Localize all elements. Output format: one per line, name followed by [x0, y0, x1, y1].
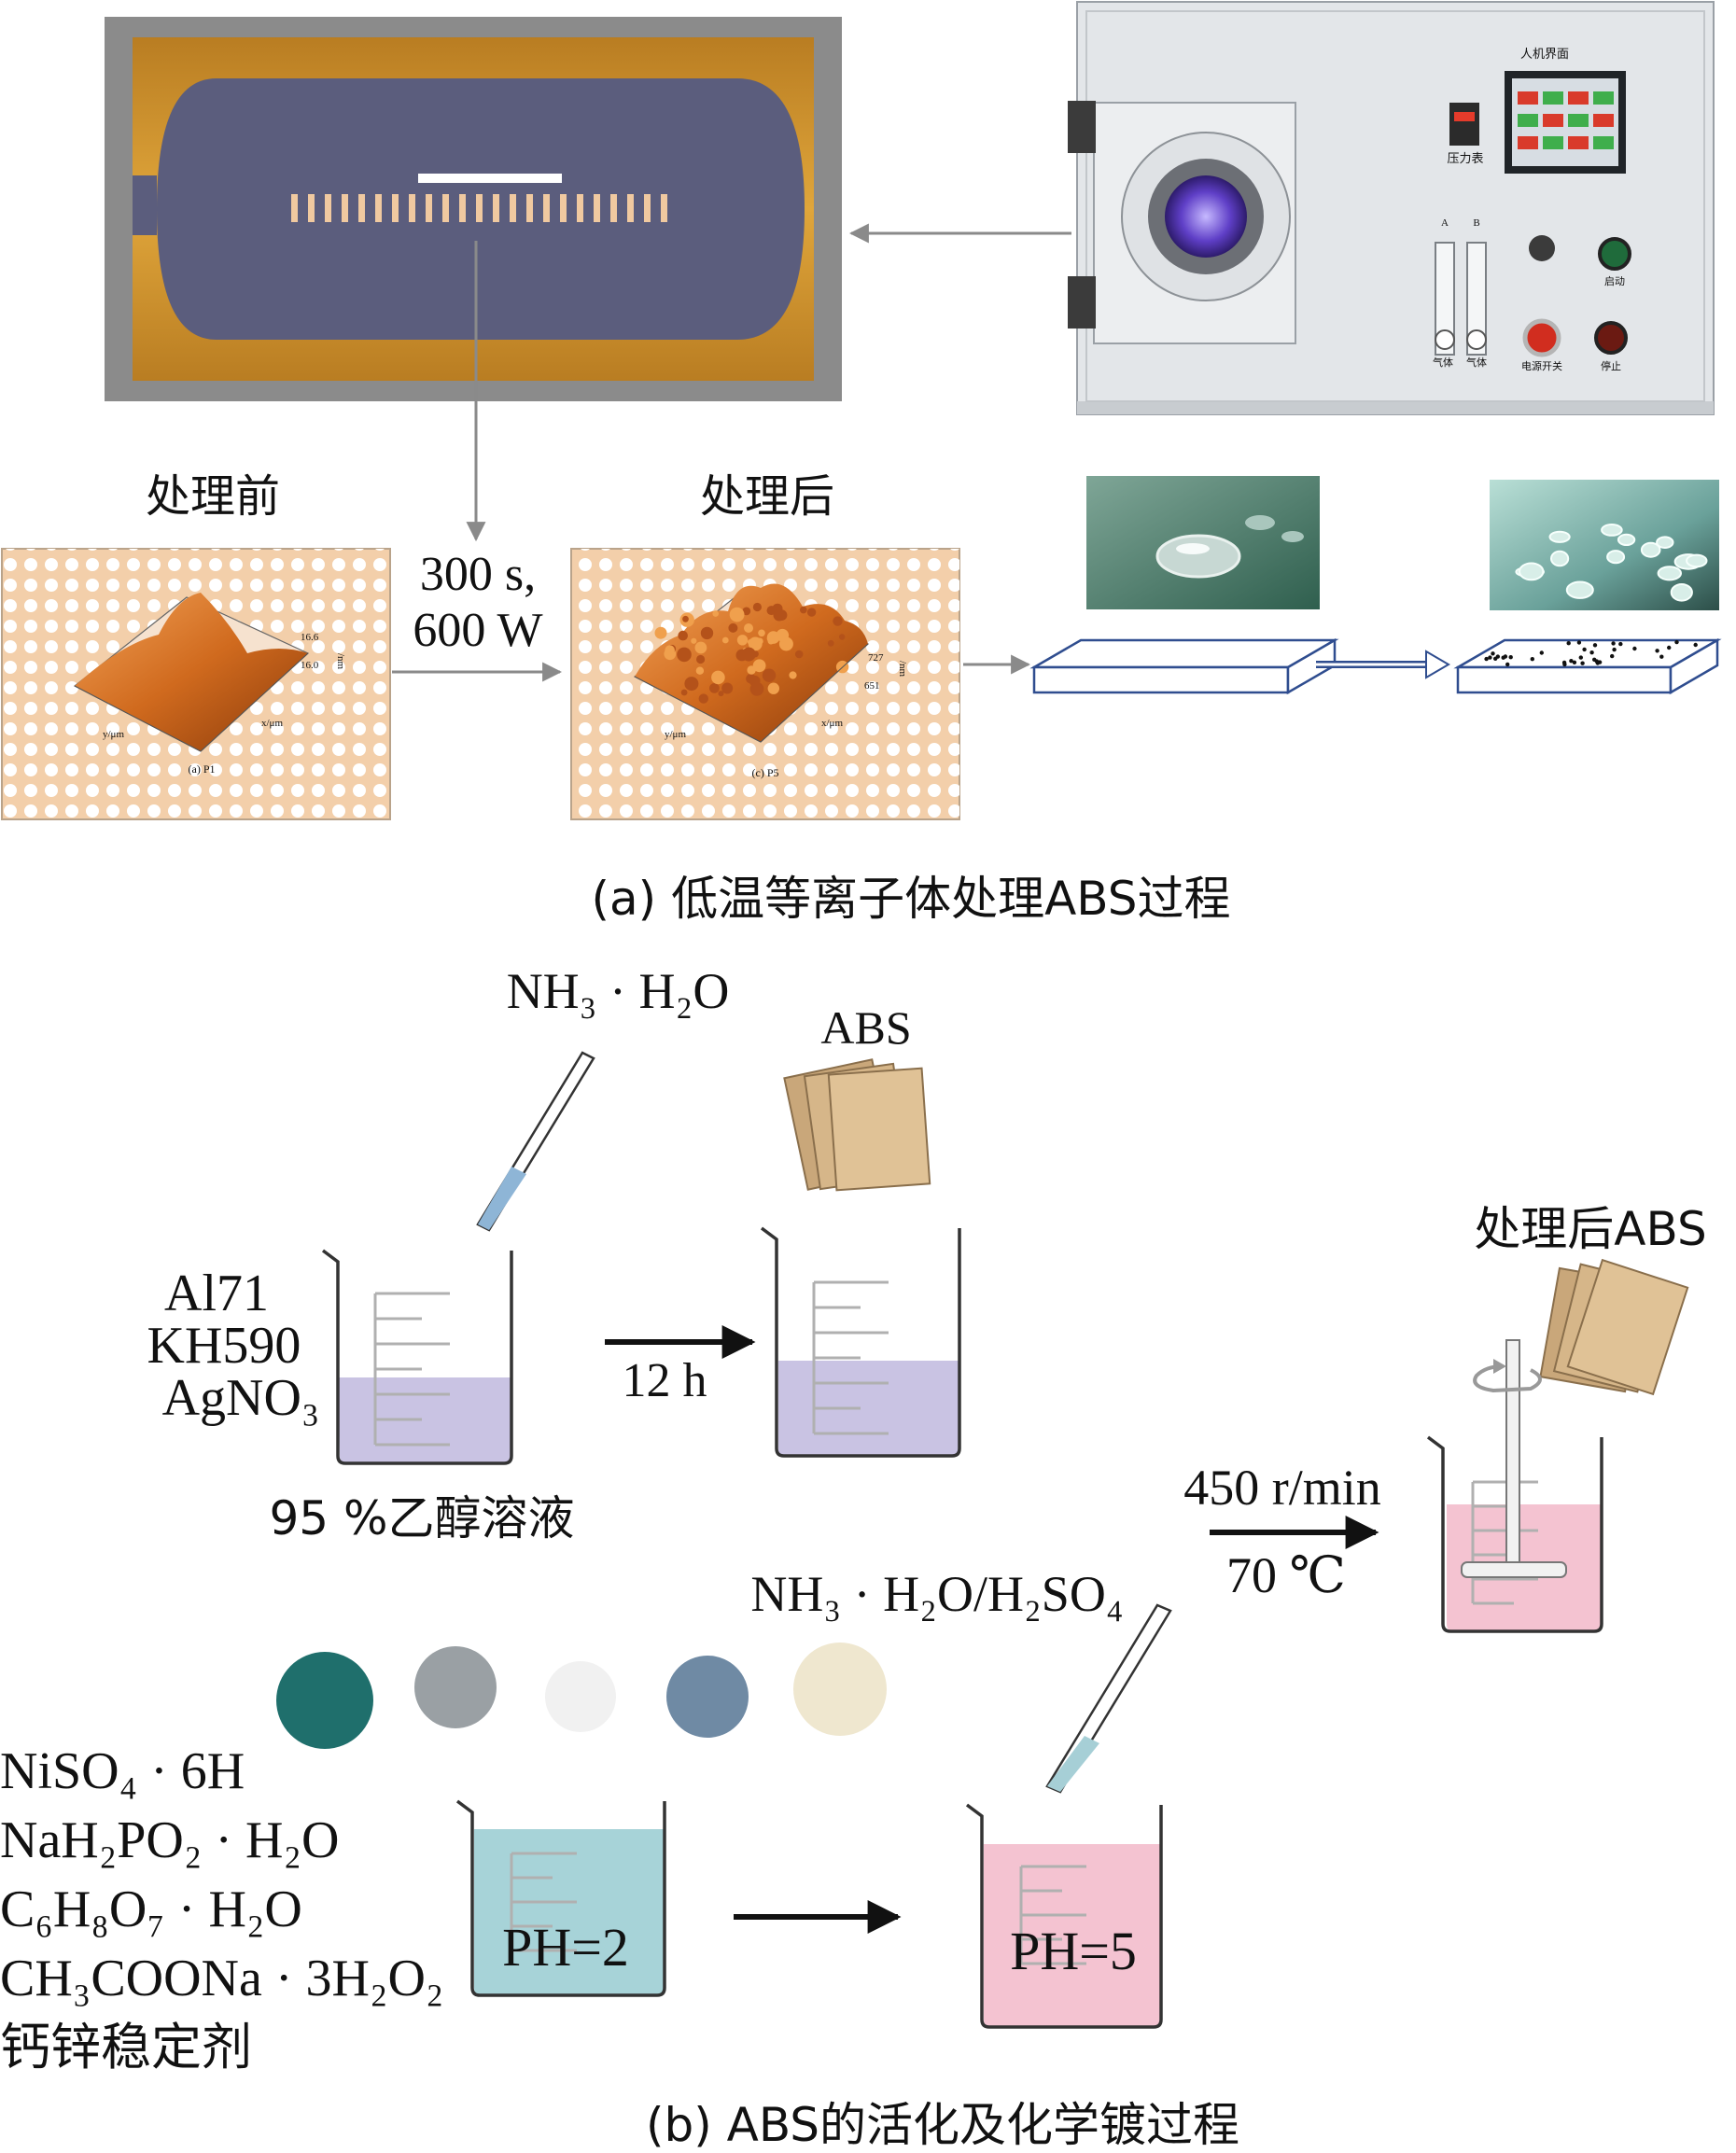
powder-samples — [276, 1643, 887, 1749]
abs-label: ABS — [820, 1001, 911, 1054]
caption-a: (a) 低温等离子体处理ABS过程 — [592, 872, 1231, 926]
flowmeter-b — [1466, 242, 1487, 356]
afm-after-caption: (c) P5 — [752, 766, 779, 779]
hmi-buttons — [1518, 91, 1614, 149]
powder-4 — [666, 1656, 749, 1738]
beaker-2-scale — [812, 1280, 889, 1435]
hmi-title: 人机界面 — [1520, 48, 1569, 62]
afm-before-ztick-2: 16.0 — [301, 660, 319, 671]
chem-2-line-5: 钙锌稳定剂 — [0, 2018, 252, 2076]
viewport-window — [1165, 175, 1247, 258]
rotation-icon — [1473, 1364, 1542, 1393]
powder-5 — [793, 1643, 887, 1736]
afm-after-ztick-1: 727 — [868, 652, 884, 664]
afm-after-grains — [654, 602, 849, 704]
caption-b: (b) ABS的活化及化学镀过程 — [646, 2098, 1239, 2152]
flowmeter-b-label: B — [1473, 217, 1479, 229]
chem-2-line-3: C₆H₈O₇ · H₂O — [0, 1880, 302, 1938]
powder-2 — [414, 1646, 497, 1728]
afm-before-zlabel: /nm — [335, 653, 346, 670]
plasma-device-photo: 人机界面 压力表 A B 气体 气体 启动 电源开关 停止 — [1068, 1, 1715, 415]
chem-1-line-1: Al71 — [164, 1265, 269, 1322]
speed-label: 450 r/min — [1183, 1460, 1381, 1516]
afm-before-ztick-1: 16.6 — [301, 632, 319, 643]
reagent-1: NH₃ · H₂O — [507, 963, 730, 1019]
chem-2-line-1: NiSO₄ · 6H — [0, 1742, 245, 1800]
beaker-ph2-scale — [510, 1852, 577, 1952]
beaker-ph2: PH=2 — [455, 1799, 666, 1997]
pressure-gauge — [1449, 103, 1479, 146]
stop-button — [1594, 321, 1628, 355]
beaker-1-scale — [373, 1292, 450, 1447]
condition-power: 600 W — [413, 604, 542, 657]
abs-sheets — [783, 1058, 931, 1192]
gas-b-label: 气体 — [1466, 356, 1487, 369]
afm-after-zlabel: /nm — [897, 661, 908, 678]
treated-abs-label: 处理后ABS — [1474, 1202, 1706, 1256]
condition-time: 300 s, — [420, 548, 536, 601]
stop-label: 停止 — [1601, 359, 1621, 372]
droplet-photo-1 — [1086, 476, 1320, 609]
powder-1 — [276, 1652, 373, 1749]
beaker-ph5: PH=5 — [965, 1803, 1163, 2029]
start-label: 启动 — [1604, 275, 1625, 287]
beaker-1 — [321, 1249, 513, 1465]
afm-after-ztick-2: 651 — [864, 680, 880, 692]
droplets — [1515, 524, 1708, 602]
afm-after-xlabel: x/μm — [821, 718, 843, 729]
afm-after-ylabel: y/μm — [665, 729, 686, 740]
stirrer-blade — [1461, 1561, 1567, 1578]
abs-sheet-untreated — [1029, 637, 1339, 695]
treated-abs-sheets — [1539, 1258, 1689, 1396]
chem-1-line-3: AgNO₃ — [162, 1369, 320, 1427]
label-after: 处理后 — [700, 470, 834, 523]
power-switch — [1522, 318, 1561, 357]
power-knob — [1529, 235, 1555, 261]
label-before: 处理前 — [146, 470, 280, 523]
beaker-2 — [760, 1226, 961, 1458]
solvent-label: 95 %乙醇溶液 — [269, 1491, 574, 1545]
afm-before-xlabel: x/μm — [261, 718, 283, 729]
abs-sheet-treated — [1453, 637, 1722, 695]
start-button — [1598, 237, 1631, 271]
sheet-to-sheet-arrow — [1316, 650, 1450, 679]
beaker-ph5-scale — [1019, 1865, 1086, 1965]
plasma-chamber-schematic — [105, 17, 842, 401]
flowmeter-a-label: A — [1441, 217, 1449, 229]
pipette-2 — [1045, 1603, 1172, 1794]
surface-dots — [1484, 639, 1698, 667]
gauge-label: 压力表 — [1447, 152, 1483, 166]
chem-2-line-2: NaH₂PO₂ · H₂O — [0, 1811, 339, 1869]
chem-2-line-4: CH₃COONa · 3H₂O₂ — [0, 1950, 443, 2007]
ph-5-label: PH=5 — [1010, 1921, 1137, 1981]
afm-before-ylabel: y/μm — [103, 729, 124, 740]
ph-2-label: PH=2 — [502, 1917, 629, 1978]
stirrer-shaft — [1505, 1339, 1520, 1573]
pipette-1 — [476, 1051, 595, 1232]
sample-holder — [418, 174, 562, 183]
temperature-label: 70 ℃ — [1226, 1547, 1346, 1603]
electrode-array — [291, 194, 667, 222]
flowmeter-a — [1435, 242, 1455, 356]
power-switch-label: 电源开关 — [1521, 359, 1562, 372]
gas-a-label: 气体 — [1433, 356, 1453, 369]
beaker-3-stirrer — [1426, 1339, 1603, 1633]
reagent-2: NH₃ · H₂O/H₂SO₄ — [750, 1566, 1123, 1622]
chem-1-line-2: KH590 — [147, 1317, 301, 1375]
afm-before-caption: (a) P1 — [189, 762, 216, 776]
afm-after: y/μm x/μm 727 651 /nm (c) P5 — [570, 548, 960, 820]
afm-before: y/μm x/μm 16.6 16.0 /nm (a) P1 — [1, 548, 391, 820]
powder-3 — [545, 1661, 616, 1732]
time-label: 12 h — [623, 1354, 707, 1407]
droplet-photo-2 — [1490, 480, 1719, 610]
